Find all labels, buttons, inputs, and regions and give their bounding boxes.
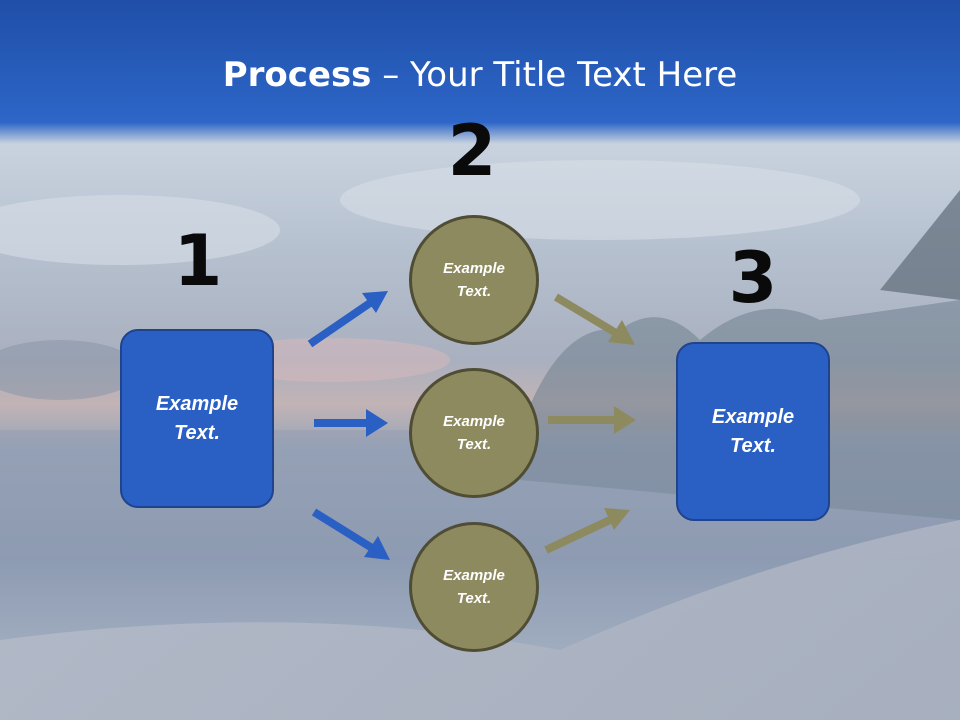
title-rest: – Your Title Text Here (371, 55, 738, 95)
step-number-3: 3 (728, 237, 778, 319)
arrow-bottom-to-right (544, 508, 630, 554)
circle-node-top[interactable]: Example Text. (409, 215, 539, 345)
circle-bottom-text: Example Text. (443, 567, 505, 607)
arrow-left-to-top (307, 291, 388, 348)
circle-top-text: Example Text. (443, 260, 505, 300)
arrow-top-to-right (553, 293, 635, 345)
left-box-text: Example Text. (155, 392, 239, 444)
arrow-left-to-bottom (311, 508, 390, 560)
step-number-2: 2 (447, 110, 497, 192)
right-box-text: Example Text. (711, 405, 795, 457)
left-process-box[interactable]: Example Text. (120, 329, 274, 508)
right-process-box[interactable]: Example Text. (676, 342, 830, 521)
arrow-left-to-middle (314, 409, 388, 437)
title-bold: Process (222, 55, 372, 95)
circle-node-bottom[interactable]: Example Text. (409, 522, 539, 652)
circle-middle-text: Example Text. (443, 413, 505, 453)
step-number-1: 1 (173, 220, 223, 302)
slide-title: Process – Your Title Text Here (0, 52, 960, 98)
circle-node-middle[interactable]: Example Text. (409, 368, 539, 498)
arrow-middle-to-right (548, 406, 636, 434)
